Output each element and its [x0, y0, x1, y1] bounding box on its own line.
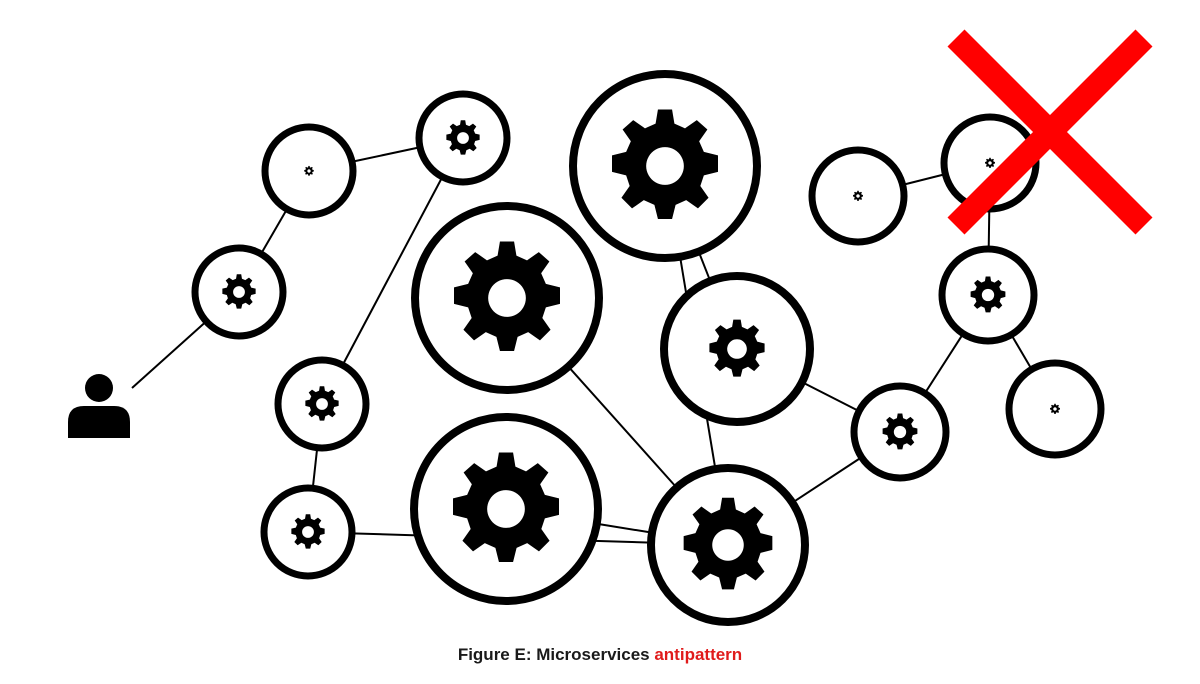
- service-circle: [940, 113, 1040, 213]
- connection-line: [801, 381, 860, 413]
- service-circle: [261, 123, 357, 219]
- microservices-diagram: [68, 29, 1153, 626]
- connection-line: [1010, 334, 1033, 370]
- service-node: [808, 146, 908, 246]
- connection-line: [311, 447, 319, 489]
- caption-prefix: Figure E: Microservices: [457, 645, 655, 664]
- service-circle: [415, 90, 511, 186]
- connection-line: [131, 320, 207, 389]
- service-circle: [411, 202, 603, 394]
- service-node: [569, 70, 761, 262]
- connection-line: [697, 251, 712, 282]
- service-circle: [808, 146, 908, 246]
- service-circle: [260, 484, 356, 580]
- service-node: [274, 356, 370, 452]
- service-node: [938, 245, 1038, 345]
- connection-line: [902, 173, 946, 186]
- service-node: [410, 413, 602, 605]
- service-circle: [1005, 359, 1105, 459]
- service-circle: [191, 244, 287, 340]
- connection-line: [596, 522, 653, 534]
- service-circle: [647, 464, 809, 626]
- cross-icon: [947, 29, 1153, 235]
- service-circle: [850, 382, 950, 482]
- service-node-failed: [940, 113, 1040, 213]
- connection-line: [567, 365, 678, 489]
- connection-line: [351, 146, 421, 163]
- connection-line: [791, 456, 863, 504]
- service-node: [1005, 359, 1105, 459]
- connection-line: [924, 333, 964, 394]
- service-circle: [938, 245, 1038, 345]
- service-node: [191, 244, 287, 340]
- connection-line: [341, 176, 444, 366]
- service-node: [261, 123, 357, 219]
- caption-highlight: antipattern: [654, 645, 743, 664]
- connection-line: [260, 208, 288, 255]
- service-node: [660, 272, 814, 426]
- service-circle: [410, 413, 602, 605]
- service-node: [260, 484, 356, 580]
- service-node: [647, 464, 809, 626]
- service-node: [850, 382, 950, 482]
- service-circle: [660, 272, 814, 426]
- service-node: [411, 202, 603, 394]
- figure-caption: Figure E: Microservices antipattern: [0, 645, 1200, 665]
- service-circle: [274, 356, 370, 452]
- connection-line: [987, 208, 991, 250]
- service-node: [415, 90, 511, 186]
- nodes-layer: [191, 70, 1105, 626]
- user-icon: [68, 374, 130, 438]
- service-circle: [569, 70, 761, 262]
